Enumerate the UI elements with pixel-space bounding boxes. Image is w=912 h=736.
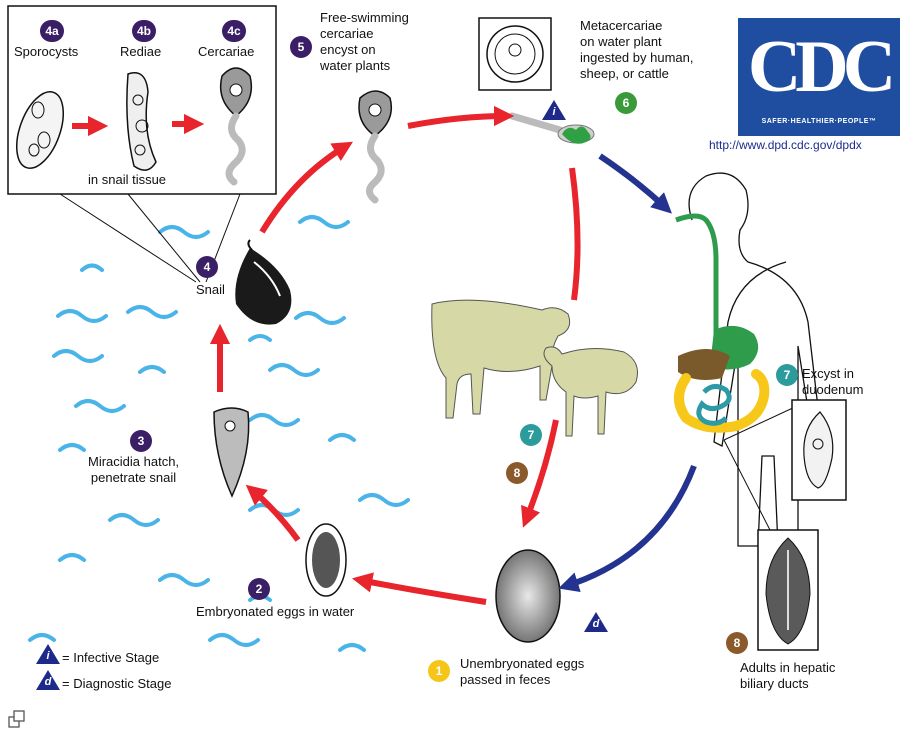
badge-8: 8	[726, 632, 748, 654]
miracidia-line-2: penetrate snail	[88, 470, 179, 486]
snail-tissue-label: in snail tissue	[88, 172, 166, 188]
excyst-line-2: duodenum	[802, 382, 863, 398]
badge-2: 2	[248, 578, 270, 600]
badge-3: 3	[130, 430, 152, 452]
embryonated-eggs-label: Embryonated eggs in water	[196, 604, 354, 620]
adults-line-1: Adults in hepatic	[740, 660, 835, 676]
adults-label: Adults in hepatic biliary ducts	[740, 660, 835, 692]
badge-5: 5	[290, 36, 312, 58]
free-swimming-line-2: cercariae	[320, 26, 409, 42]
snail-figure	[235, 240, 291, 325]
infective-marker-letter: i	[549, 106, 559, 118]
metacercariae-label: Metacercariae on water plant ingested by…	[580, 18, 693, 82]
cdc-logo: CDC SAFER·HEALTHIER·PEOPLE™	[738, 18, 900, 136]
badge-4b: 4b	[132, 20, 156, 42]
excyst-label: Excyst in duodenum	[802, 366, 863, 398]
legend-infective-label: = Infective Stage	[62, 650, 159, 666]
badge-6: 6	[615, 92, 637, 114]
excyst-line-1: Excyst in	[802, 366, 863, 382]
legend-diagnostic-letter: d	[43, 676, 53, 688]
metacercariae-line-2: on water plant	[580, 34, 693, 50]
free-swimming-line-3: encyst on	[320, 42, 409, 58]
adults-line-2: biliary ducts	[740, 676, 835, 692]
cdc-url-link[interactable]: http://www.dpd.cdc.gov/dpdx	[709, 138, 862, 152]
rediae-label: Rediae	[120, 44, 161, 60]
unembryonated-line-2: passed in feces	[460, 672, 584, 688]
infective-stage-marker: i	[542, 100, 566, 120]
badge-4a: 4a	[40, 20, 64, 42]
diagnostic-stage-marker: d	[584, 612, 608, 632]
badge-7-hosts: 7	[520, 424, 542, 446]
free-swimming-label: Free-swimming cercariae encyst on water …	[320, 10, 409, 74]
human-digestive-tract	[676, 216, 764, 428]
diagnostic-marker-letter: d	[591, 618, 601, 630]
water-plant-spoon	[512, 116, 594, 144]
sporocysts-label: Sporocysts	[14, 44, 78, 60]
legend-diagnostic-icon: d	[36, 670, 60, 690]
cdc-logo-letters: CDC	[738, 22, 900, 112]
metacercariae-line-1: Metacercariae	[580, 18, 693, 34]
metacercariae-line-3: ingested by human,	[580, 50, 693, 66]
badge-4: 4	[196, 256, 218, 278]
miracidium-figure	[214, 408, 249, 496]
free-swimming-line-4: water plants	[320, 58, 409, 74]
miracidia-label: Miracidia hatch, penetrate snail	[88, 454, 179, 486]
snail-label: Snail	[196, 282, 225, 298]
cdc-tagline: SAFER·HEALTHIER·PEOPLE™	[738, 118, 900, 125]
cercariae-label: Cercariae	[198, 44, 254, 60]
badge-8-hosts: 8	[506, 462, 528, 484]
badge-1: 1	[428, 660, 450, 682]
badge-7: 7	[776, 364, 798, 386]
legend-diagnostic-label: = Diagnostic Stage	[62, 676, 171, 692]
embryonated-egg-figure	[306, 524, 346, 596]
metacercariae-line-4: sheep, or cattle	[580, 66, 693, 82]
legend-infective-icon: i	[36, 644, 60, 664]
unembryonated-line-1: Unembryonated eggs	[460, 656, 584, 672]
legend-infective-letter: i	[43, 650, 53, 662]
free-swimming-line-1: Free-swimming	[320, 10, 409, 26]
expand-icon[interactable]	[8, 710, 26, 728]
unembryonated-egg-figure	[496, 550, 560, 642]
badge-4c: 4c	[222, 20, 246, 42]
free-cercaria-figure	[359, 91, 391, 200]
pointer-biliary	[724, 440, 770, 530]
miracidia-line-1: Miracidia hatch,	[88, 454, 179, 470]
metacercaria-inset	[479, 18, 551, 90]
unembryonated-eggs-label: Unembryonated eggs passed in feces	[460, 656, 584, 688]
